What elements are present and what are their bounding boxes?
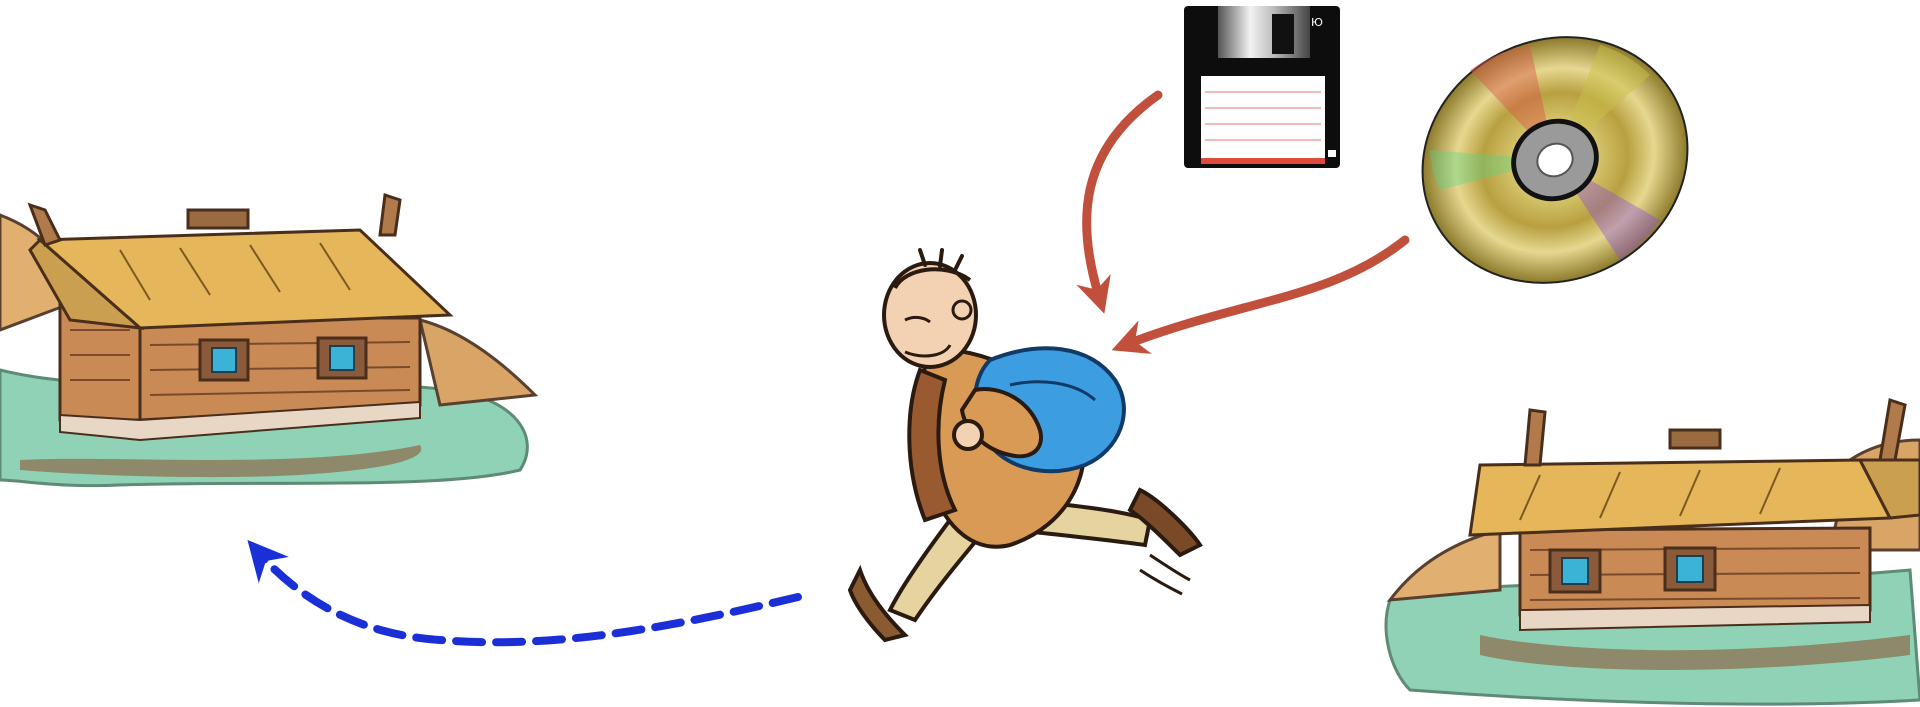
boy-to-house-arrow: [258, 552, 798, 642]
house-left-icon: [0, 195, 535, 486]
floppy-disk-icon: Ю: [1184, 6, 1340, 168]
cd-to-boy-arrow: [1125, 240, 1405, 345]
cd-icon: [1382, 0, 1728, 326]
floppy-to-boy-arrow: [1087, 95, 1158, 300]
house-right-icon: [1386, 400, 1920, 704]
floppy-label: Ю: [1311, 16, 1323, 29]
running-boy-icon: [850, 250, 1200, 640]
